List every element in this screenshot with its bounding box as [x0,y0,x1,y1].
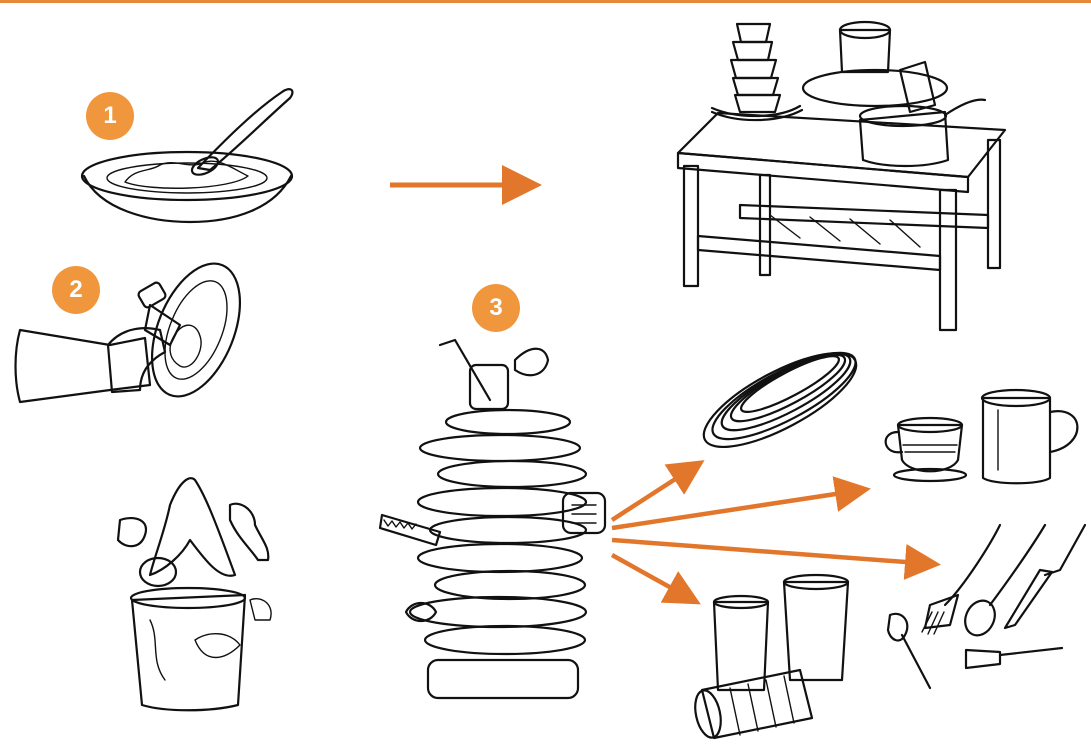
tall-dish-pile-illustration [380,340,605,698]
step-badge-3: 3 [472,284,520,332]
stacked-plates-illustration [692,335,868,464]
dirty-dishes-on-table-illustration [678,22,1005,330]
arrow-to-glasses [612,555,693,600]
dirty-pots [803,22,985,166]
food-scraps-into-bin-illustration [118,478,271,710]
drinking-glasses-illustration [691,575,848,740]
sorting-arrows [612,465,932,600]
arrow-to-cutlery [612,540,932,564]
cup-stack [712,24,802,120]
step-badge-2: 2 [52,266,100,314]
cutlery-set-illustration [888,525,1085,688]
step-badge-1: 1 [86,92,134,140]
cups-and-mug-illustration [886,390,1078,483]
hand-scraping-plate-illustration [16,251,258,409]
arrow-to-plates [612,465,697,520]
